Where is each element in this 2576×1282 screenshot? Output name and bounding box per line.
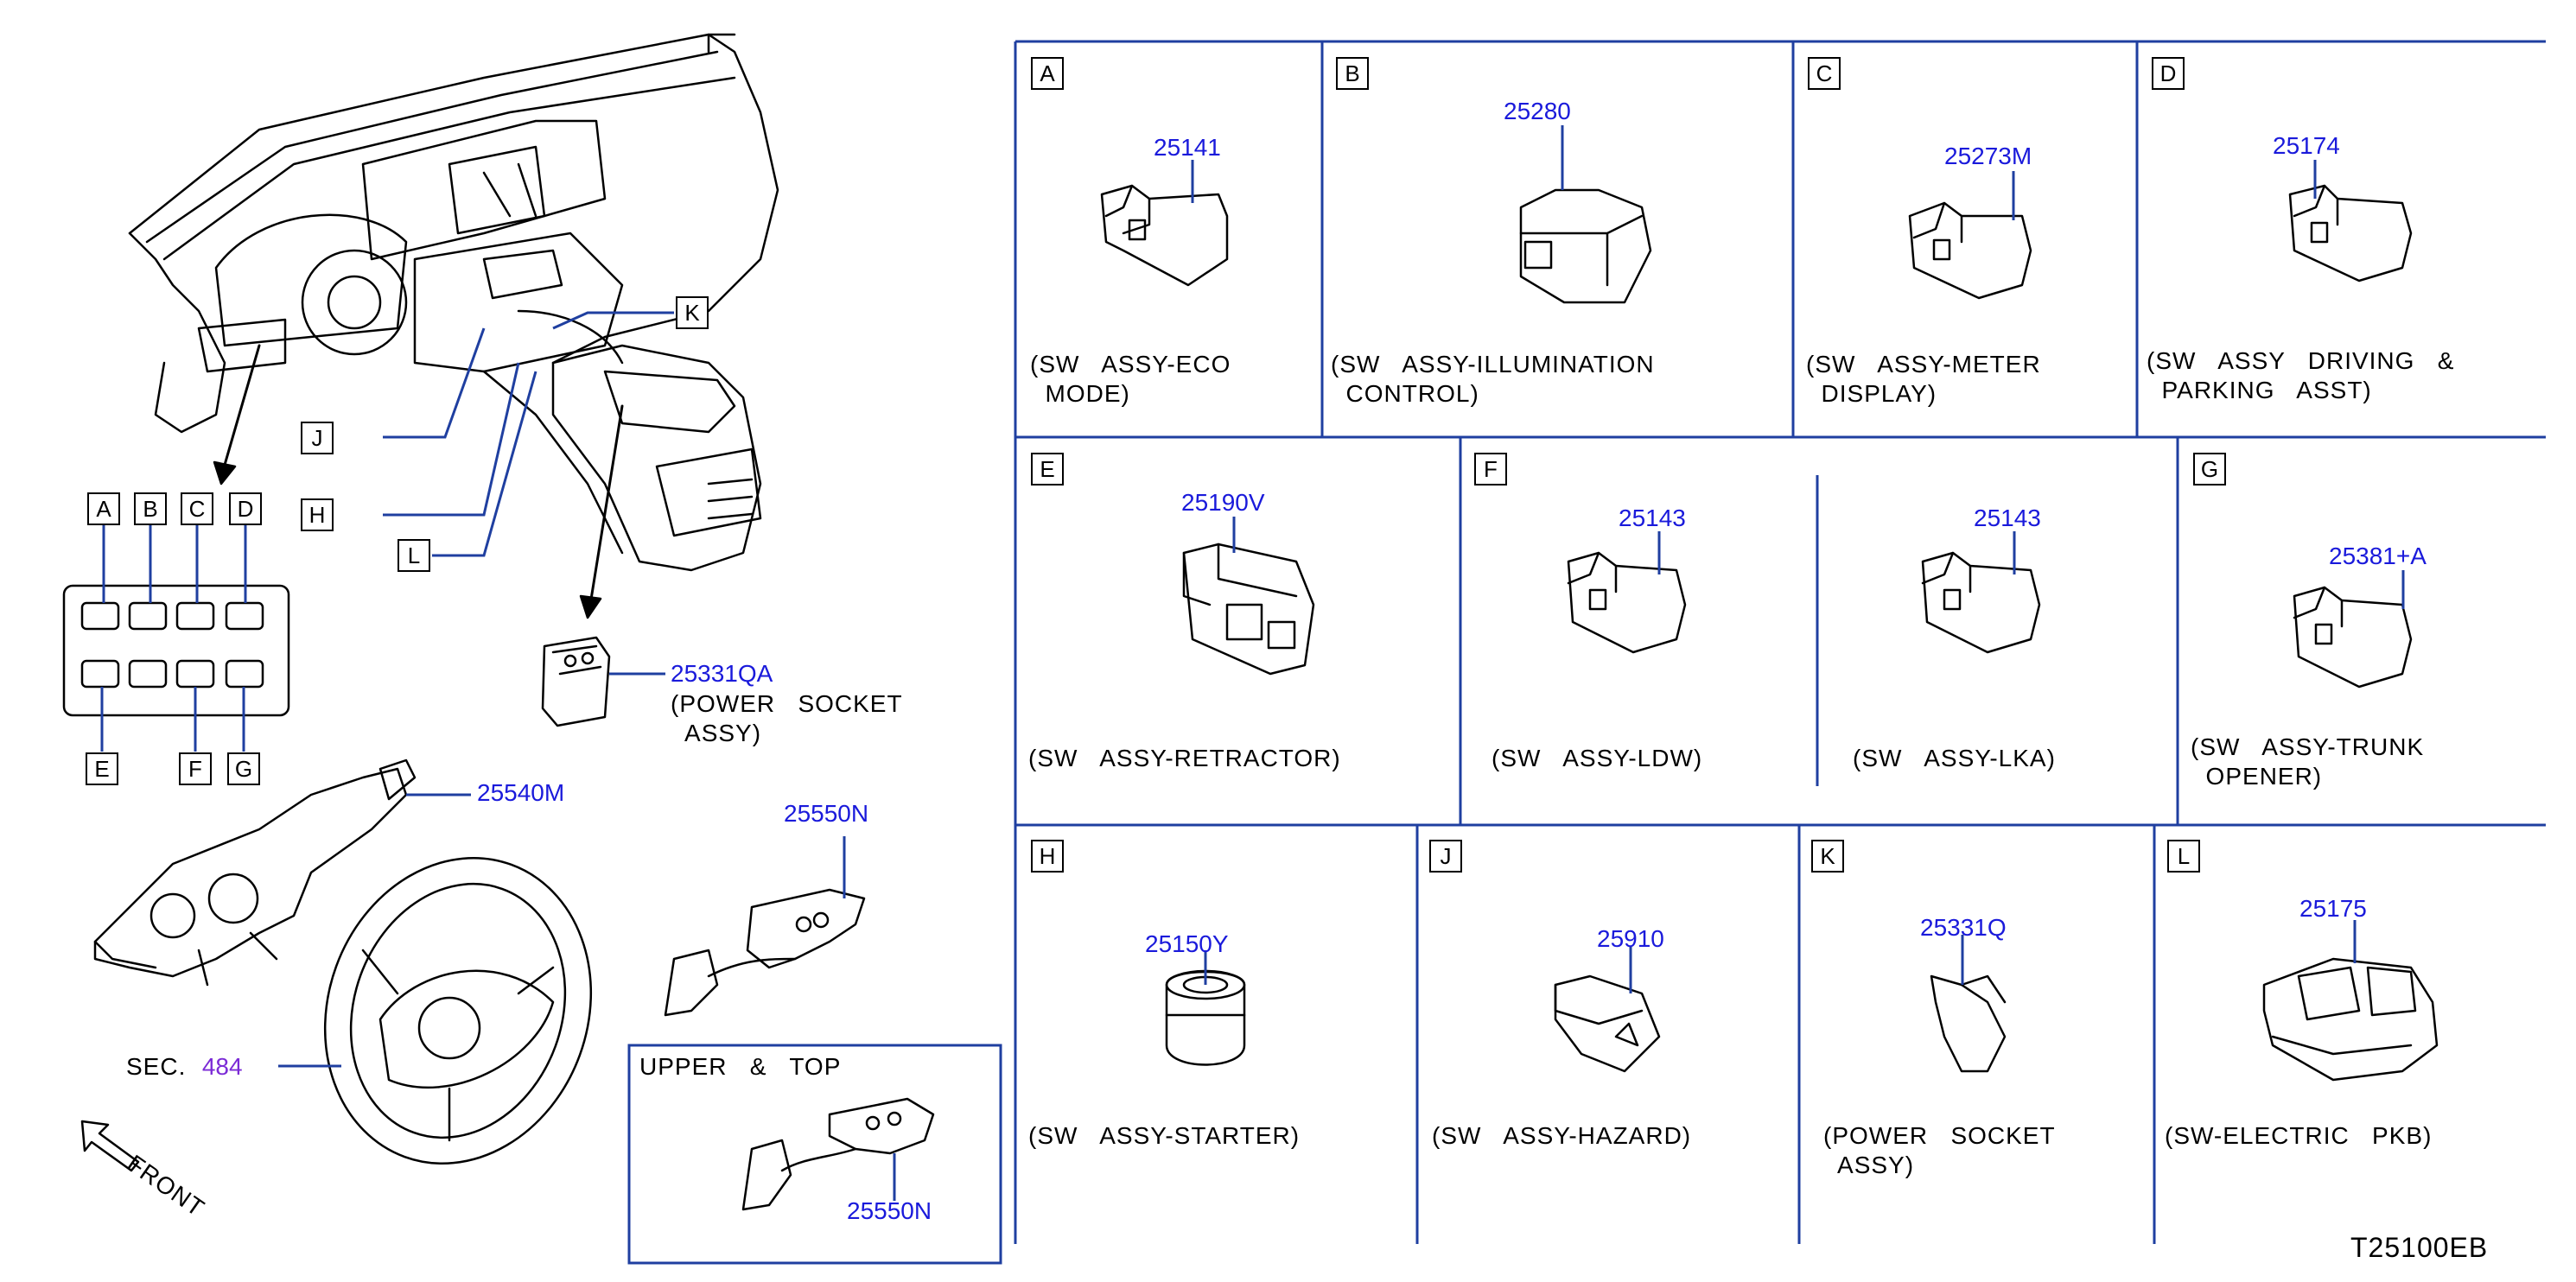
panel-j-description: (SW ASSY-HAZARD) [1432,1122,1692,1149]
panel-k-description: (POWER SOCKET ASSY) [1823,1122,2056,1178]
callout-f: F [179,752,212,785]
panel-f-ldw-part-number: 25143 [1619,505,1686,531]
callout-e: E [86,752,118,785]
panel-g-key: G [2193,453,2226,486]
power-socket-description: (POWER SOCKET ASSY) [671,690,903,746]
front-arrow-icon [80,1120,140,1172]
section-reference: SEC. 484 [126,1052,243,1082]
panel-j-part-number: 25910 [1597,925,1664,952]
section-number: 484 [201,1053,243,1080]
upper-top-part-number: 25550N [847,1197,932,1224]
callout-b: B [134,492,167,525]
panel-d-description: (SW ASSY DRIVING & PARKING ASST) [2147,347,2455,403]
steering-switch-illustration [664,888,866,1017]
power-socket-illustration [541,636,611,727]
upper-steering-switch-illustration [741,1097,935,1211]
callout-l: L [398,539,430,572]
combination-switch-part-number: 25540M [477,779,565,806]
panel-f-key: F [1474,453,1507,486]
panel-l-key: L [2167,840,2200,873]
switch-bank-illustration [62,584,290,717]
dashboard-illustration [128,33,779,572]
callout-c: C [181,492,213,525]
panel-b-key: B [1336,57,1369,90]
callout-k: K [676,296,709,329]
panel-j-key: J [1429,840,1462,873]
panel-h-description: (SW ASSY-STARTER) [1028,1122,1301,1149]
callout-g: G [227,752,260,785]
panel-d-part-number: 25174 [2273,132,2340,159]
panel-e-description: (SW ASSY-RETRACTOR) [1028,745,1341,771]
panel-f-lka-part-number: 25143 [1974,505,2041,531]
steering-wheel-illustration [323,856,593,1165]
panel-a-description: (SW ASSY-ECO MODE) [1030,351,1231,407]
panel-l-description: (SW-ELECTRIC PKB) [2165,1122,2433,1149]
drawing-code: T25100EB [2350,1232,2489,1263]
panel-k-key: K [1811,840,1844,873]
panel-h-key: H [1031,840,1064,873]
callout-d: D [229,492,262,525]
section-prefix: SEC. [126,1053,187,1080]
callout-j: J [301,422,334,454]
upper-top-title: UPPER & TOP [639,1053,842,1080]
panel-a-part-number: 25141 [1154,134,1221,161]
panel-grid [1014,40,2546,1244]
panel-c-part-number: 25273M [1944,143,2032,169]
panel-a-key: A [1031,57,1064,90]
panel-l-part-number: 25175 [2299,895,2367,922]
callout-h: H [301,498,334,531]
panel-f-lka-description: (SW ASSY-LKA) [1853,745,2056,771]
steering-switch-part-number: 25550N [784,800,869,827]
panel-c-description: (SW ASSY-METER DISPLAY) [1806,351,2041,407]
combination-switch-illustration [93,758,417,987]
panel-k-part-number: 25331Q [1920,914,2007,941]
panel-g-part-number: 25381+A [2329,543,2427,569]
callout-a: A [87,492,120,525]
panel-c-key: C [1808,57,1841,90]
panel-b-part-number: 25280 [1504,98,1571,124]
panel-e-part-number: 25190V [1181,489,1265,516]
panel-g-description: (SW ASSY-TRUNK OPENER) [2191,733,2425,790]
panel-d-key: D [2152,57,2185,90]
panel-b-description: (SW ASSY-ILLUMINATION CONTROL) [1331,351,1655,407]
power-socket-part-number: 25331QA [671,660,773,687]
panel-e-key: E [1031,453,1064,486]
panel-h-part-number: 25150Y [1145,930,1229,957]
panel-f-ldw-description: (SW ASSY-LDW) [1492,745,1703,771]
